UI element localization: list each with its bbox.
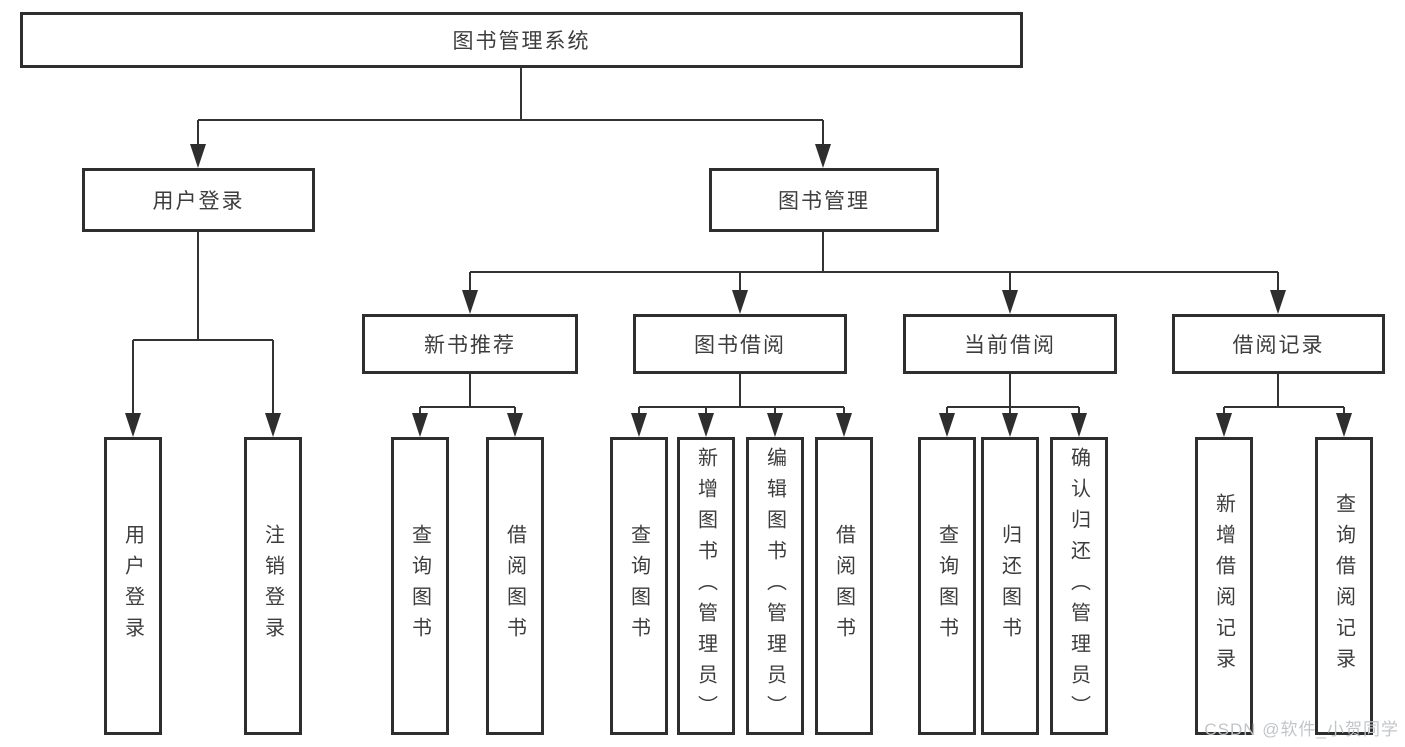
node-book-borrow-label: 图书借阅 <box>694 334 786 357</box>
leaf-query-borrow-record-label: 查询借阅记录 <box>1332 493 1355 679</box>
leaf-logout-label: 注销登录 <box>261 524 284 648</box>
node-book-management: 图书管理 <box>709 168 939 232</box>
node-borrow-records: 借阅记录 <box>1172 314 1385 374</box>
leaf-edit-books-admin: 编辑图书（管理员） <box>746 437 804 735</box>
leaf-query-borrow-record: 查询借阅记录 <box>1315 437 1373 735</box>
leaf-return-books: 归还图书 <box>981 437 1039 735</box>
leaf-return-books-label: 归还图书 <box>998 524 1021 648</box>
leaf-borrow-books-recommend: 借阅图书 <box>486 437 544 735</box>
leaf-add-books-admin-label: 新增图书（管理员） <box>694 446 717 726</box>
leaf-query-books-recommend: 查询图书 <box>391 437 449 735</box>
leaf-user-login: 用户登录 <box>104 437 162 735</box>
leaf-confirm-return-admin: 确认归还（管理员） <box>1050 437 1108 735</box>
leaf-add-books-admin: 新增图书（管理员） <box>677 437 735 735</box>
node-book-management-label: 图书管理 <box>778 190 870 213</box>
connector-current-borrow-to-leaves <box>939 374 1087 437</box>
node-current-borrow: 当前借阅 <box>903 314 1117 374</box>
leaf-query-books-recommend-label: 查询图书 <box>408 524 431 648</box>
leaf-user-login-label: 用户登录 <box>121 524 144 648</box>
node-user-login-label: 用户登录 <box>152 190 245 213</box>
leaf-query-books-borrow: 查询图书 <box>610 437 668 735</box>
node-root-system: 图书管理系统 <box>20 12 1023 68</box>
leaf-query-books-current: 查询图书 <box>918 437 976 735</box>
node-current-borrow-label: 当前借阅 <box>964 334 1056 357</box>
connector-user-login-to-leaves <box>125 232 281 437</box>
connector-new-book-recommend-to-leaves <box>412 374 523 437</box>
leaf-borrow-books-recommend-label: 借阅图书 <box>503 524 526 648</box>
leaf-add-borrow-record: 新增借阅记录 <box>1195 437 1253 735</box>
connector-borrow-records-to-leaves <box>1216 374 1352 437</box>
connector-book-management-to-sections <box>462 232 1286 314</box>
leaf-borrow-books-label: 借阅图书 <box>832 524 855 648</box>
csdn-watermark: CSDN @软件_小贺同学 <box>1204 720 1399 739</box>
node-book-borrow: 图书借阅 <box>633 314 847 374</box>
node-root-label: 图书管理系统 <box>452 30 591 53</box>
leaf-edit-books-admin-label: 编辑图书（管理员） <box>763 446 786 726</box>
connector-root-to-branches <box>190 68 831 168</box>
node-borrow-records-label: 借阅记录 <box>1232 334 1325 357</box>
node-new-book-recommend: 新书推荐 <box>362 314 578 374</box>
leaf-query-books-borrow-label: 查询图书 <box>627 524 650 648</box>
node-new-book-recommend-label: 新书推荐 <box>424 334 516 357</box>
connector-book-borrow-to-leaves <box>631 374 852 437</box>
leaf-logout: 注销登录 <box>244 437 302 735</box>
leaf-confirm-return-admin-label: 确认归还（管理员） <box>1067 446 1090 726</box>
leaf-borrow-books: 借阅图书 <box>815 437 873 735</box>
node-user-login: 用户登录 <box>82 168 315 232</box>
leaf-query-books-current-label: 查询图书 <box>935 524 958 648</box>
leaf-add-borrow-record-label: 新增借阅记录 <box>1212 493 1235 679</box>
